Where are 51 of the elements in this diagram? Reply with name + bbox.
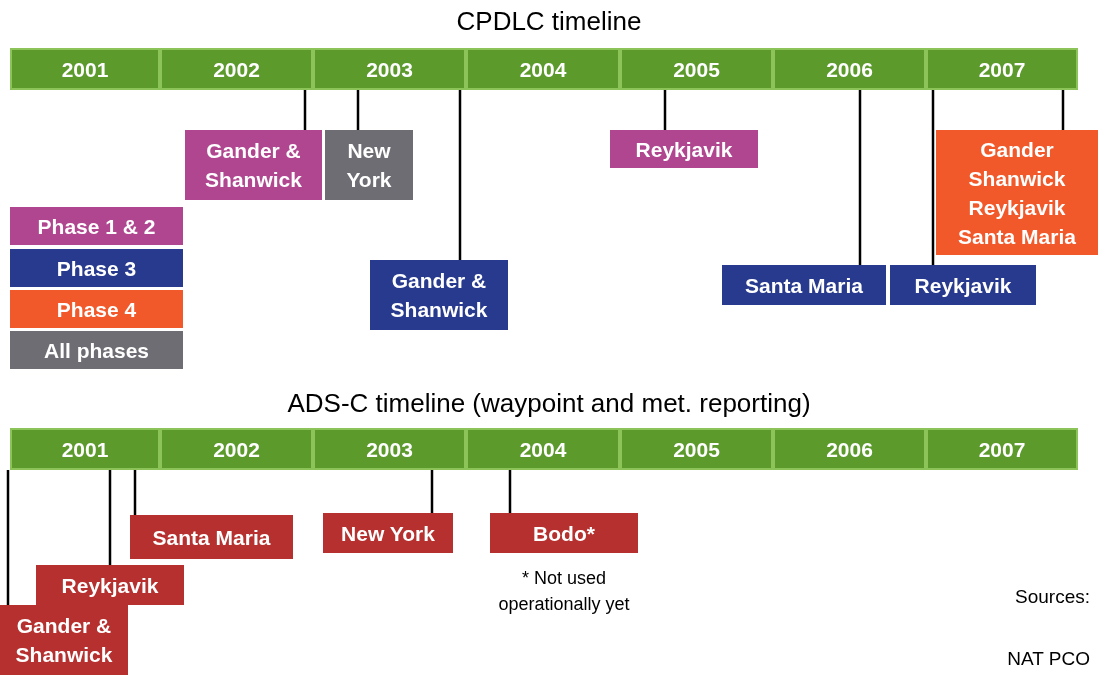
chart-title: ADS-C timeline (waypoint and met. reporting)	[286, 388, 812, 419]
source-note: NAT PCO	[1006, 648, 1090, 670]
connector-line	[458, 90, 462, 260]
event-box: Reykjavik	[610, 130, 758, 168]
event-box: Santa Maria	[722, 265, 886, 305]
year-segment: 2002	[160, 428, 313, 470]
location-text: Reykjavik	[968, 194, 1066, 221]
connector-line	[303, 90, 307, 130]
event-box: New York	[325, 130, 413, 200]
year-segment: 2007	[926, 428, 1078, 470]
legend-key: Phase 1 & 2	[10, 207, 183, 245]
year-segment: 2003	[313, 428, 466, 470]
connector-line	[931, 90, 935, 265]
event-box: Reykjavik	[890, 265, 1036, 305]
year-segment: 2007	[926, 48, 1078, 90]
event-box: Gander & Shanwick	[185, 130, 322, 200]
location-text: Santa Maria	[958, 223, 1076, 250]
location-text: Shanwick	[968, 165, 1066, 192]
location-text: Gander	[980, 136, 1054, 163]
connector-line	[108, 470, 112, 565]
connector-line	[508, 470, 512, 513]
legend-key: Phase 4	[10, 290, 183, 328]
event-box: Santa Maria	[130, 515, 293, 559]
year-segment: 2001	[10, 48, 160, 90]
year-segment: 2001	[10, 428, 160, 470]
year-segment: 2003	[313, 48, 466, 90]
footnote: * Not used operationally yet	[497, 567, 631, 616]
year-segment: 2004	[466, 48, 620, 90]
event-box: New York	[323, 513, 453, 553]
connector-line	[1061, 90, 1065, 130]
legend-key: Phase 3	[10, 249, 183, 287]
year-segment: 2005	[620, 428, 773, 470]
year-segment: 2005	[620, 48, 773, 90]
year-segment: 2002	[160, 48, 313, 90]
year-segment: 2006	[773, 428, 926, 470]
connector-line	[356, 90, 360, 130]
event-box: Gander & Shanwick	[0, 605, 128, 675]
year-segment: 2004	[466, 428, 620, 470]
year-segment: 2006	[773, 48, 926, 90]
chart-title: CPDLC timeline	[455, 6, 643, 37]
event-box	[936, 130, 1098, 255]
connector-line	[858, 90, 862, 265]
connector-line	[430, 470, 434, 513]
connector-line	[133, 470, 137, 515]
event-box: Gander & Shanwick	[370, 260, 508, 330]
connector-line	[663, 90, 667, 130]
legend-key: All phases	[10, 331, 183, 369]
source-note: Sources:	[1014, 586, 1090, 608]
event-box: Reykjavik	[36, 565, 184, 605]
connector-line	[6, 470, 10, 605]
event-box: Bodo*	[490, 513, 638, 553]
